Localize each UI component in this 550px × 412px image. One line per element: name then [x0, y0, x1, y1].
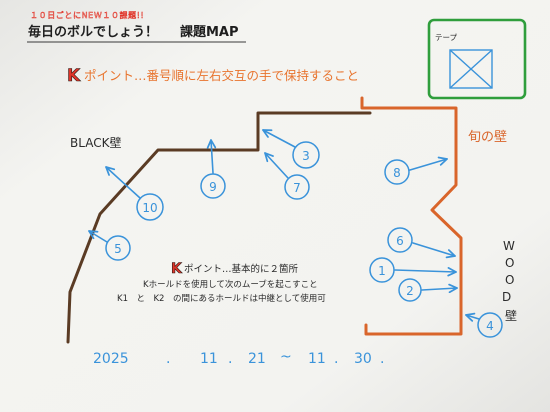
problem-marker-10: 10 — [105, 166, 164, 221]
period-separator: . — [228, 351, 232, 367]
arrow — [206, 139, 217, 174]
arrow — [264, 152, 289, 179]
period-dates: 2025 . 11 . 21 ~ 11 . 30 . — [93, 349, 384, 367]
period-separator: . — [334, 351, 338, 367]
note-line-2: Kホールドを使用して次のムーブを起こすこと — [143, 279, 318, 290]
period-end-day: 30 — [354, 351, 372, 367]
arrow — [262, 129, 296, 148]
problem-marker-4: 4 — [465, 312, 503, 338]
period-start-month: 11 — [200, 351, 218, 367]
period-range-tilde: ~ — [280, 349, 292, 365]
shun-wall-label: 旬の壁 — [468, 130, 507, 145]
problem-marker-9: 9 — [200, 139, 226, 199]
arrow — [88, 230, 108, 243]
arrow — [465, 312, 480, 322]
shun-wall-outline — [360, 96, 463, 336]
wood-label-char: 壁 — [505, 308, 517, 323]
note-line-1: ポイント…基本的に２箇所 — [184, 263, 299, 275]
period-separator: . — [380, 351, 384, 367]
wood-wall-label: W O O D 壁 — [502, 239, 517, 323]
problem-marker-1: 1 — [369, 257, 457, 283]
problem-number: 8 — [393, 166, 401, 180]
problem-marker-5: 5 — [88, 230, 131, 261]
problem-number: 6 — [396, 234, 404, 248]
tape-label: テープ — [435, 33, 458, 42]
wood-label-char: D — [502, 290, 511, 304]
period-start-day: 21 — [248, 351, 266, 367]
page-title: 毎日のボルでしょう！ 課題MAP — [27, 24, 246, 43]
note-line-3: K1 と K2 の間にあるホールドは中継として使用可 — [117, 293, 326, 304]
period-separator: . — [166, 351, 170, 367]
problem-number: 7 — [293, 181, 301, 195]
wood-label-char: W — [503, 239, 515, 253]
arrow — [105, 166, 141, 199]
arrow — [409, 156, 448, 171]
title-main: 毎日のボルでしょう！ — [28, 24, 158, 40]
tagline: １０日ごとにNEW１０課題!! — [30, 10, 144, 20]
problem-number: 3 — [302, 149, 310, 163]
note-k-letter: K — [171, 261, 183, 277]
k-point-note: K ポイント…基本的に２箇所 Kホールドを使用して次のムーブを起こすこと K1 … — [117, 261, 326, 304]
problem-number: 9 — [209, 180, 217, 194]
problem-number: 4 — [486, 319, 494, 333]
problem-number: 2 — [406, 284, 414, 298]
problem-marker-7: 7 — [264, 152, 310, 200]
arrow — [421, 283, 458, 294]
problem-number: 10 — [142, 201, 157, 215]
problem-number: 5 — [114, 242, 122, 256]
rule-text: ポイント…番号順に左右交互の手で保持すること — [84, 68, 359, 83]
period-start-year: 2025 — [93, 351, 129, 367]
k-point-rule: K ポイント…番号順に左右交互の手で保持すること — [67, 66, 359, 87]
problem-marker-3: 3 — [262, 129, 320, 169]
problem-marker-2: 2 — [398, 278, 458, 302]
title-suffix: 課題MAP — [180, 24, 239, 40]
black-wall-outline — [66, 111, 372, 344]
k-letter: K — [67, 66, 81, 86]
x-square-icon — [449, 49, 493, 89]
black-wall-label: BLACK壁 — [70, 135, 121, 150]
tape-legend: テープ — [427, 18, 527, 100]
problem-marker-6: 6 — [387, 227, 456, 259]
wood-label-char: O — [505, 256, 514, 270]
arrow — [412, 242, 456, 259]
problem-marker-8: 8 — [384, 156, 448, 185]
wood-label-char: O — [505, 273, 514, 287]
arrow — [394, 267, 457, 277]
period-end-month: 11 — [308, 351, 326, 367]
problem-number: 1 — [378, 264, 386, 278]
